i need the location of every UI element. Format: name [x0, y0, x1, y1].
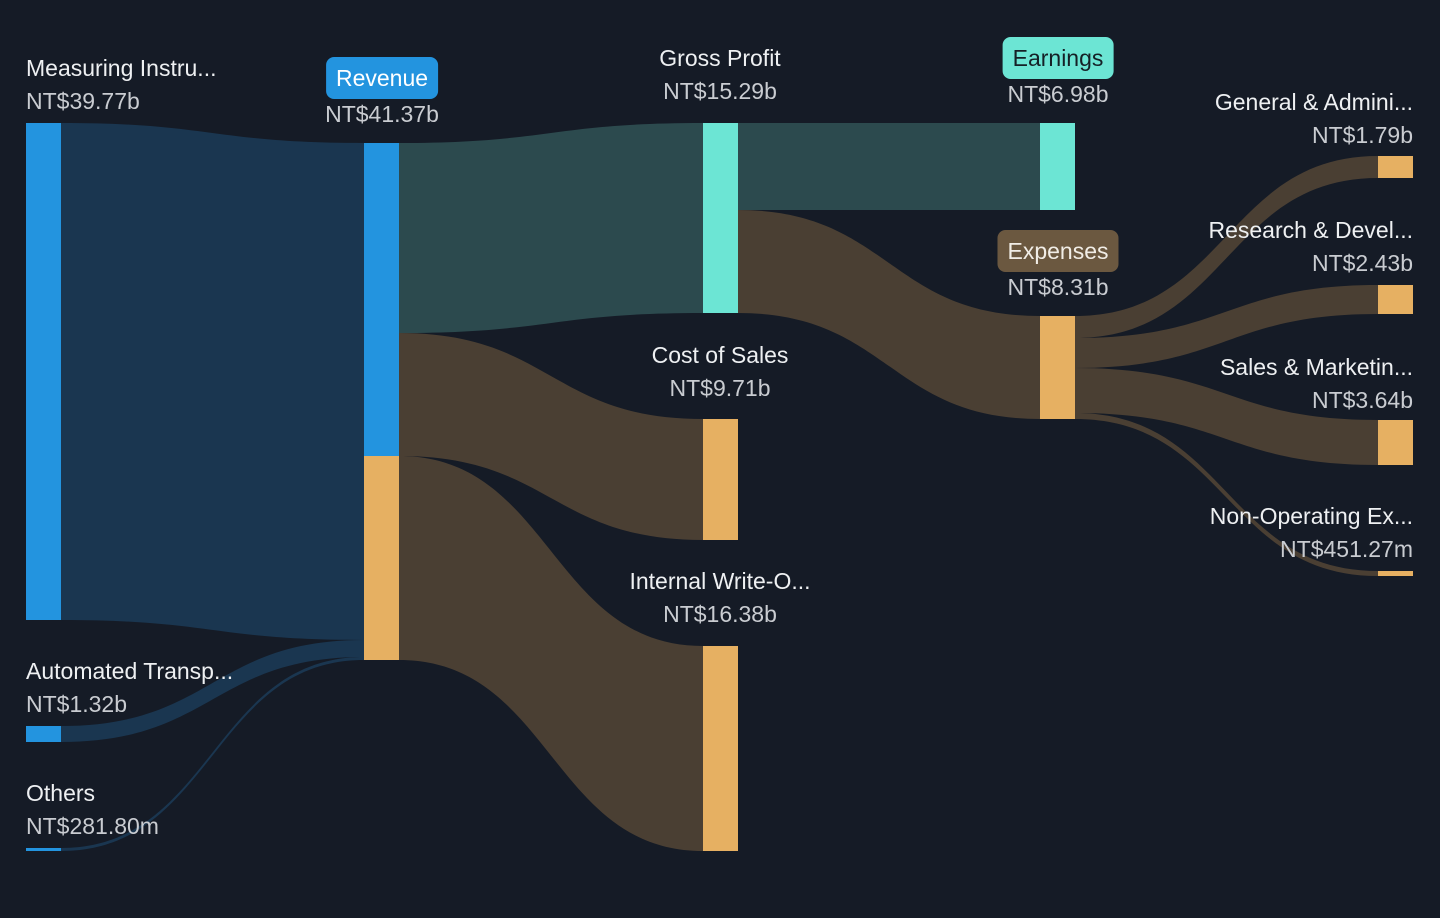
link-expenses-ga	[1075, 156, 1378, 338]
node-measuring-bar	[26, 123, 61, 620]
node-expenses-bar	[1040, 316, 1075, 419]
link-expenses-rd	[1075, 285, 1378, 368]
link-measuring-revenue	[61, 123, 364, 640]
node-value: NT$2.43b	[1311, 250, 1413, 276]
node-gross-bar	[703, 123, 738, 313]
node-name: Sales & Marketin...	[1219, 354, 1413, 380]
node-value: NT$1.79b	[1311, 122, 1413, 148]
node-earnings-bar	[1040, 123, 1075, 210]
node-value: NT$16.38b	[663, 601, 777, 627]
link-revenue-cos	[399, 333, 703, 540]
node-rd-bar	[1378, 285, 1413, 314]
node-revenue-bar	[364, 143, 399, 456]
node-name: Cost of Sales	[651, 342, 789, 368]
link-revenue-writeoff	[399, 456, 703, 851]
node-others-bar	[26, 848, 61, 851]
node-value: NT$1.32b	[26, 691, 128, 717]
link-expenses-nonop	[1075, 413, 1378, 576]
node-name: Internal Write-O...	[629, 568, 811, 594]
node-sm-bar	[1378, 420, 1413, 465]
node-name: Others	[26, 780, 96, 806]
link-expenses-sm	[1075, 368, 1378, 465]
node-value: NT$281.80m	[26, 813, 159, 839]
node-cos-bar	[703, 419, 738, 540]
node-name: Revenue	[325, 57, 439, 99]
node-nonop-bar	[1378, 571, 1413, 576]
node-value: NT$9.71b	[669, 375, 771, 401]
node-name: Measuring Instru...	[26, 55, 217, 81]
node-label-writeoff: Internal Write-O... NT$16.38b	[629, 565, 810, 631]
node-label-ga: General & Admini... NT$1.79b	[1215, 86, 1413, 152]
node-label-measuring: Measuring Instru... NT$39.77b	[26, 52, 216, 118]
node-ga-bar	[1378, 156, 1413, 178]
node-name: Research & Devel...	[1208, 217, 1413, 243]
node-name: Gross Profit	[659, 45, 781, 71]
node-label-nonop: Non-Operating Ex... NT$451.27m	[1210, 500, 1413, 566]
node-name: Expenses	[997, 230, 1119, 272]
node-label-automated: Automated Transp... NT$1.32b	[26, 655, 233, 721]
node-name: Automated Transp...	[26, 658, 234, 684]
node-automated-bar	[26, 726, 61, 742]
node-value: NT$3.64b	[1311, 387, 1413, 413]
node-value: NT$41.37b	[325, 101, 439, 127]
node-revenue-cost-bar	[364, 456, 399, 660]
link-others-revenue	[61, 657, 364, 851]
node-value: NT$39.77b	[26, 88, 140, 114]
node-value: NT$8.31b	[1007, 274, 1109, 300]
node-value: NT$6.98b	[1007, 81, 1109, 107]
link-gross-expenses	[738, 210, 1040, 419]
node-name: Non-Operating Ex...	[1209, 503, 1413, 529]
node-label-rd: Research & Devel... NT$2.43b	[1208, 214, 1413, 280]
node-value: NT$451.27m	[1280, 536, 1413, 562]
node-label-sm: Sales & Marketin... NT$3.64b	[1220, 351, 1413, 417]
node-value: NT$15.29b	[663, 78, 777, 104]
link-gross-earnings	[738, 123, 1040, 210]
node-writeoff-bar	[703, 646, 738, 851]
link-revenue-gross	[399, 123, 703, 333]
link-automated-revenue	[61, 640, 364, 742]
node-name: General & Admini...	[1214, 89, 1413, 115]
node-name: Earnings	[1002, 37, 1114, 79]
